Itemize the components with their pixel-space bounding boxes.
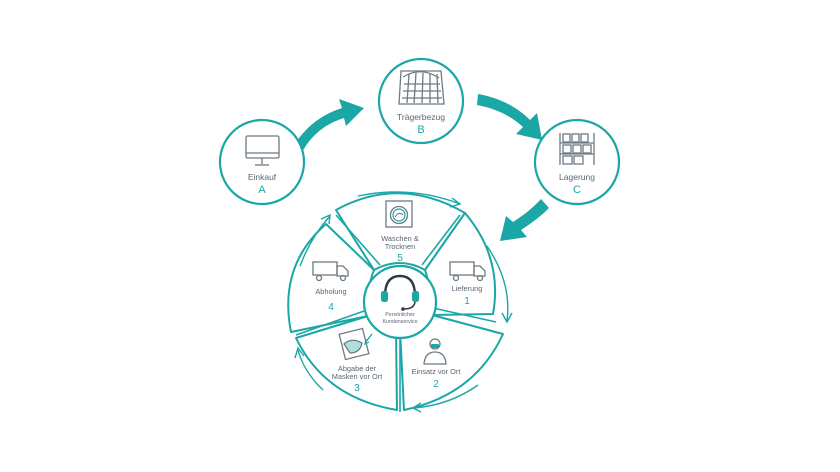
step-einsatz: Einsatz vor Ort 2 — [412, 338, 461, 390]
center-label-line2: Kundenservice — [382, 319, 417, 325]
node-traegerbezug: Trägerbezug B — [377, 57, 465, 145]
center-label-line1: Persönlicher — [385, 312, 415, 318]
step-label-line2: Trocknen — [385, 242, 416, 251]
arrow-c-to-service — [500, 199, 549, 241]
cycle-arrow-upper-left — [299, 215, 331, 267]
node-label: Trägerbezug — [397, 112, 445, 122]
step-label-line1: Lieferung — [452, 284, 483, 293]
mask-handover-icon — [338, 327, 373, 361]
step-label-line1: Abgabe der — [338, 364, 377, 373]
step-number: 5 — [397, 253, 403, 264]
step-label-line1: Waschen & — [381, 234, 419, 243]
arrow-b-to-c — [477, 94, 542, 140]
arrow-a-to-b — [291, 99, 364, 154]
warehouse-shelf-icon — [559, 133, 595, 165]
step-label-line1: Einsatz vor Ort — [412, 367, 461, 376]
cycle-arrow-left — [297, 349, 324, 391]
truck-icon — [312, 261, 349, 282]
washing-icon — [385, 200, 413, 228]
node-label: Lagerung — [559, 172, 595, 182]
node-einkauf: Einkauf A — [218, 118, 306, 206]
node-label: Einkauf — [248, 172, 277, 182]
cycle-arrow-right — [486, 245, 509, 322]
step-label-line1: Abholung — [315, 287, 346, 296]
truck-icon — [449, 261, 486, 282]
step-waschen: Waschen & Trocknen 5 — [381, 200, 419, 264]
node-letter: A — [258, 184, 266, 196]
step-number: 3 — [354, 383, 360, 394]
step-number: 2 — [433, 379, 439, 390]
step-abholung: Abholung 4 — [312, 261, 349, 313]
node-letter: B — [417, 124, 424, 136]
step-lieferung: Lieferung 1 — [449, 261, 486, 307]
step-abgabe: Abgabe der Masken vor Ort 3 — [332, 327, 383, 394]
node-letter: C — [573, 184, 581, 196]
cycle-arrow-bottom — [413, 384, 479, 409]
cycle-arrow-top — [357, 191, 461, 205]
step-number: 1 — [464, 296, 470, 307]
center-kundenservice: Persönlicher Kundenservice — [362, 264, 438, 340]
headset-icon — [381, 274, 419, 311]
monitor-icon — [245, 135, 280, 166]
step-number: 4 — [328, 302, 334, 313]
node-lagerung: Lagerung C — [533, 118, 621, 206]
fabric-sheet-icon — [398, 70, 445, 105]
person-mask-icon — [423, 338, 447, 365]
step-label-line2: Masken vor Ort — [332, 372, 383, 381]
